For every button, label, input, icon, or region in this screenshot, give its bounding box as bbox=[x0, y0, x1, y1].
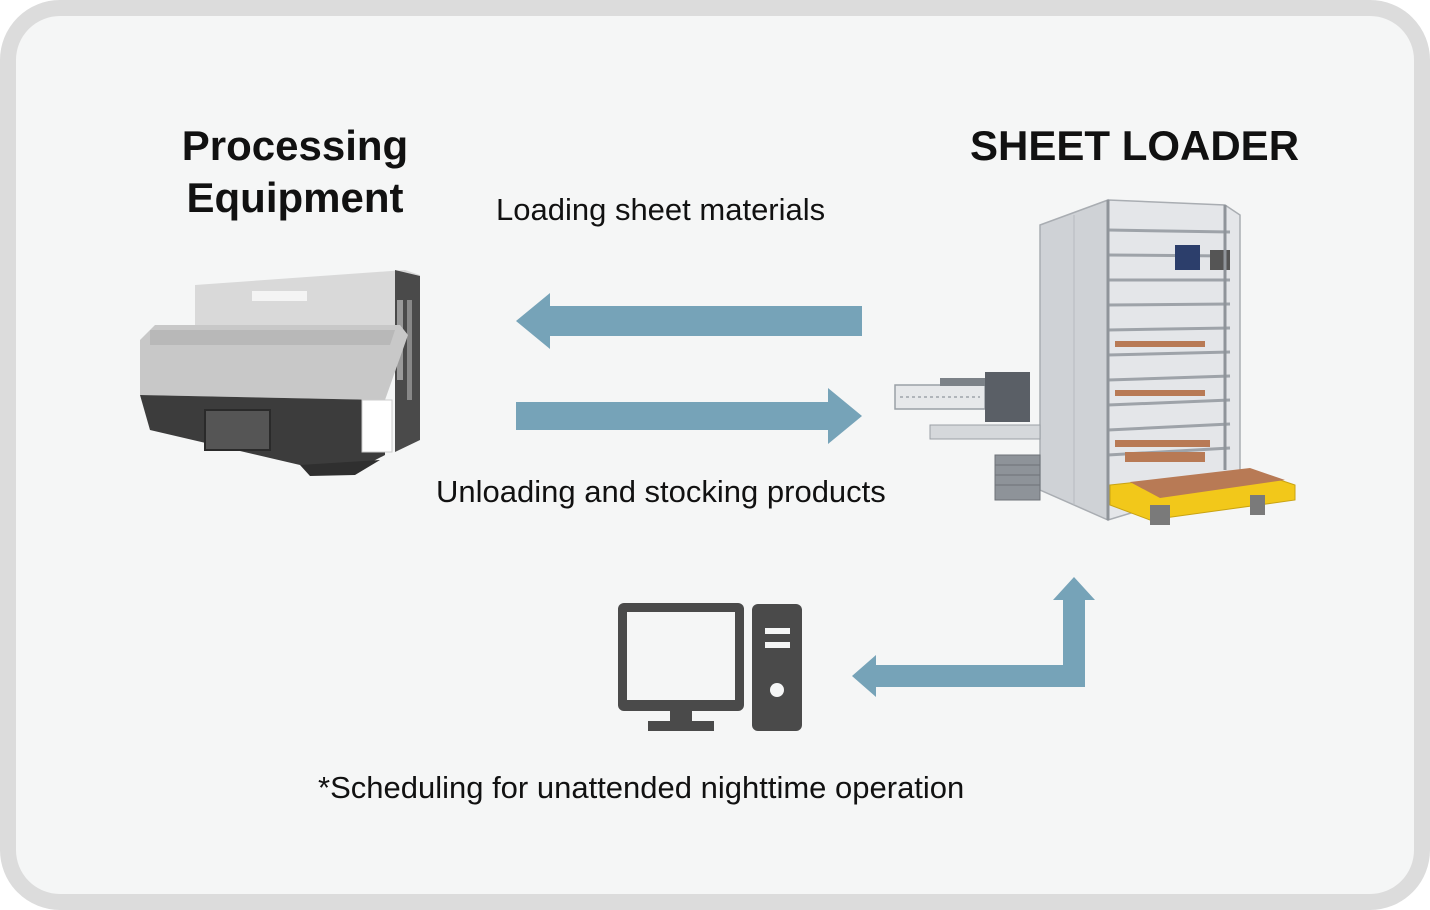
scheduling-footnote: *Scheduling for unattended nighttime ope… bbox=[318, 770, 965, 805]
processing-equipment-title-text: Processing Equipment bbox=[181, 122, 409, 221]
processing-equipment-title: Processing Equipment bbox=[160, 120, 430, 224]
desktop-computer-icon bbox=[618, 603, 802, 731]
unloading-arrow bbox=[516, 388, 862, 444]
sheet-loader-title: SHEET LOADER bbox=[970, 122, 1300, 169]
scheduling-arrow bbox=[852, 577, 1095, 697]
press-brake-machine-icon bbox=[140, 270, 420, 476]
unloading-label: Unloading and stocking products bbox=[436, 474, 886, 509]
loading-arrow bbox=[516, 293, 862, 349]
sheet-loader-tower-icon bbox=[894, 198, 1296, 525]
loading-label: Loading sheet materials bbox=[496, 192, 826, 227]
